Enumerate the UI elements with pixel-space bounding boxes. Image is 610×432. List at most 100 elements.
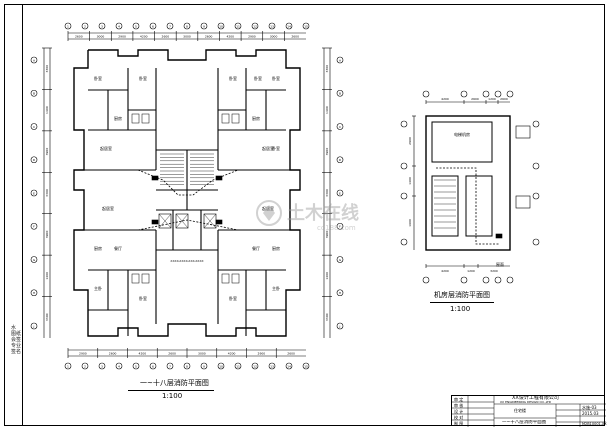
grid-bubble-right [336, 256, 344, 263]
dim-text-right: 1400 [325, 106, 329, 114]
fire-hydrant-box [495, 233, 503, 239]
bath-fixture [221, 273, 230, 284]
grid-bubble-right [532, 238, 540, 246]
bath-fixture [231, 113, 240, 124]
bath-fixture [221, 113, 230, 124]
room-label: 卧室 [254, 75, 262, 81]
bath-fixture [141, 273, 150, 284]
dim-text-top: 2600 [500, 97, 508, 101]
grid-label-right: F [339, 225, 341, 229]
grid-label-right: H [339, 291, 341, 295]
dim-text-left: 3300 [45, 189, 49, 197]
grid-bubble-bottom [200, 362, 208, 370]
room-label: 餐厅 [252, 245, 260, 251]
grid-bubble-right [336, 156, 344, 164]
grid-bubble-left [30, 56, 38, 64]
grid-bubble-right [532, 192, 540, 200]
grid-bubble-left [400, 120, 408, 128]
room-label: 起居室 [262, 145, 274, 151]
grid-label-top: 1 [67, 24, 69, 28]
grid-bubble-top [494, 90, 502, 98]
grid-label-bottom: 12 [253, 364, 257, 368]
dim-text-bottom: 4200 [139, 352, 147, 356]
room-label: 卧室 [229, 295, 237, 301]
dim-text-bottom: 2600 [287, 352, 295, 356]
dim-text-left: 3900 [45, 148, 49, 156]
grid-bubble-top [183, 22, 191, 30]
main-floor-plan: 1122334455667788991010111112121313141415… [30, 22, 344, 370]
elevator-shaft [175, 213, 189, 229]
grid-bubble-left [400, 238, 408, 246]
grid-label-left: A [33, 58, 36, 62]
grid-label-top: 10 [219, 24, 223, 28]
company-name: XX设计工程有限公司 [512, 396, 559, 401]
dim-text-left: 1600 [408, 219, 412, 227]
room-label: 厨房 [94, 245, 102, 251]
room-label: 起居室 [102, 205, 114, 211]
dim-text-left: 1400 [45, 272, 49, 280]
grid-label-bottom: 15 [304, 364, 308, 368]
room-label: 厨房 [114, 115, 122, 121]
dim-text-left: 3300 [45, 65, 49, 73]
watermark: 土木在线 co188.com [256, 200, 359, 232]
grid-bubble-top [98, 22, 106, 30]
dim-text-top: 1200 [488, 97, 496, 101]
dim-text-bottom: 2600 [168, 352, 176, 356]
field-design: 设 计 [454, 409, 464, 414]
field-draw: 制 图 [454, 421, 464, 426]
dim-text-right: 1400 [325, 272, 329, 280]
dim-text-top: 2600 [471, 97, 479, 101]
dim-text-bottom: 3000 [198, 352, 206, 356]
grid-bubble-right [336, 322, 344, 330]
grid-bubble-top [234, 22, 242, 30]
grid-label-left: D [33, 158, 36, 162]
room-label: 厨房 [272, 245, 280, 251]
grid-bubble-bottom [285, 362, 293, 370]
room-label: 卧室 [94, 75, 102, 81]
field-check: 校 对 [454, 415, 464, 420]
roof-plan-title-underline [430, 302, 494, 303]
grid-bubble-right [532, 162, 540, 170]
grid-label-bottom: 4 [118, 364, 120, 368]
grid-bubble-top [132, 22, 140, 30]
grid-bubble-top [81, 22, 89, 30]
dim-text-left: 2900 [408, 137, 412, 145]
grid-label-top: 13 [270, 24, 274, 28]
side-label-box [515, 195, 531, 209]
fire-hydrant-box [151, 219, 159, 225]
grid-label-right: A [339, 58, 342, 62]
grid-bubble-top [200, 22, 208, 30]
grid-bubble-bottom [251, 362, 259, 370]
binding-margin: 水 图纸会签 专业 签名 [4, 4, 22, 426]
company-name-en: XX ENGINEERING DESIGN CO.,LTD [500, 400, 552, 404]
dim-text-bottom: 1200 [467, 269, 475, 273]
room-label: 电梯机房 [454, 131, 470, 137]
drawing-code: M2B10001-XX [582, 422, 607, 426]
dim-text-top: 2600 [205, 35, 213, 39]
grid-bubble-bottom [132, 362, 140, 370]
dim-text-top: 2600 [291, 35, 299, 39]
watermark-text: 土木在线 [287, 202, 359, 224]
grid-bubble-bottom [81, 362, 89, 370]
machine-room [431, 121, 493, 163]
grid-label-top: 6 [152, 24, 154, 28]
room-label: 卧室 [139, 75, 147, 81]
grid-bubble-bottom [460, 276, 468, 284]
grid-label-left: H [33, 291, 35, 295]
grid-bubble-top [149, 22, 157, 30]
grid-bubble-bottom [166, 362, 174, 370]
grid-bubble-left [30, 322, 38, 330]
grid-label-bottom: 7 [169, 364, 171, 368]
grid-bubble-right [336, 123, 344, 130]
dim-text-right: 3300 [325, 313, 329, 321]
grid-bubble-top [268, 22, 276, 30]
drawing-frame [22, 4, 605, 426]
dim-text-top: 2600 [162, 35, 170, 39]
grid-bubble-top [64, 22, 72, 30]
dim-text-top: 4200 [441, 97, 449, 101]
grid-bubble-left [400, 192, 408, 200]
room-label: 主卧 [272, 285, 280, 291]
room-label: 起居室 [100, 145, 112, 151]
grid-bubble-top [482, 90, 490, 98]
room-label: 卧室 [229, 75, 237, 81]
